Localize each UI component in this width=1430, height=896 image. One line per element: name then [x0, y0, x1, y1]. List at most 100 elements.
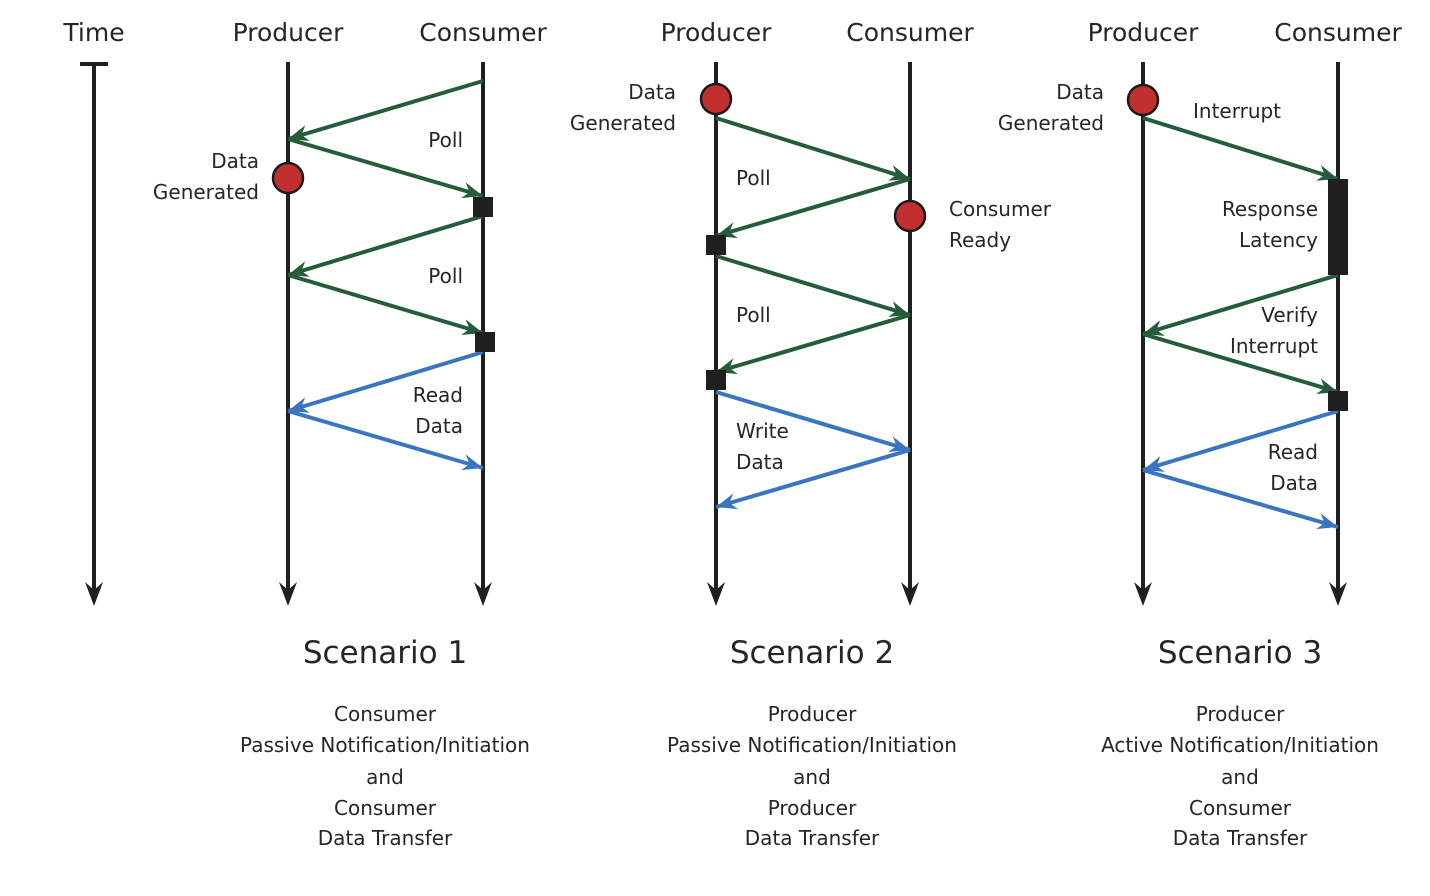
scenario-1-message-arrowhead-icon-1: [288, 125, 310, 141]
scenario-1-message-arrowhead-icon-6: [461, 454, 483, 471]
scenario-1-messages: [271, 79, 495, 471]
scenario-1-lifelines: [279, 62, 492, 606]
scenario-2-event-dot-icon-1: [699, 82, 733, 116]
scenario-2-consumer-ready-line-1: Consumer: [949, 197, 1052, 221]
scenario-1-data-generated-line-2: Generated: [153, 180, 259, 204]
scenario-3-data-generated-line-1: Data: [1056, 80, 1104, 104]
time-axis-arrowhead-icon: [85, 582, 103, 606]
scenario-1-poll-label-1: Poll: [428, 128, 463, 152]
scenario-1-message-arrowhead-icon-5: [288, 397, 310, 413]
scenario-1-title: Scenario 1: [303, 635, 467, 671]
scenario-2-write-label: Write: [736, 419, 789, 443]
scenario-1-receive-square-icon-3: [475, 332, 495, 352]
scenario-3-caption-line-2: Active Notification/Initiation: [1101, 733, 1379, 757]
scenario-2-message-arrowhead-icon-2: [716, 222, 738, 239]
scenario-2-messages: [699, 82, 927, 510]
scenario-2-producer-lifeline-arrowhead-icon: [707, 582, 725, 606]
scenario-3-producer-header: Producer: [1088, 18, 1200, 47]
scenario-3-read-label: Read: [1268, 440, 1318, 464]
scenario-2-lifelines: [707, 62, 919, 606]
scenario-1-data-generated-line-1: Data: [211, 149, 259, 173]
scenario-2-poll-label-2: Poll: [736, 303, 771, 327]
scenario-2-caption-line-1: Producer: [768, 702, 857, 726]
scenario-2-data-generated-line-2: Generated: [570, 111, 676, 135]
scenario-2-message-arrow-5-data: [715, 390, 911, 452]
scenario-3-data-label: Data: [1270, 471, 1318, 495]
scenario-3: Producer Consumer Interrupt Verify Inter…: [998, 18, 1403, 850]
scenario-2-event-dot-icon-2: [893, 199, 927, 233]
scenario-3-caption-line-3: and: [1221, 765, 1259, 789]
scenario-3-response-label: Response: [1222, 197, 1318, 221]
scenario-2-caption-line-5: Data Transfer: [745, 826, 880, 850]
scenario-3-interrupt-label: Interrupt: [1193, 99, 1281, 123]
scenario-1-message-arrow-5-data: [287, 350, 484, 413]
scenario-2: Producer Consumer Poll Poll Write Data D…: [570, 18, 1052, 850]
scenario-3-lifelines: [1134, 62, 1347, 606]
scenario-3-event-dot-icon-1: [1126, 83, 1160, 117]
scenario-2-caption-line-3: and: [793, 765, 831, 789]
scenario-3-verify-interrupt-label: Interrupt: [1230, 334, 1318, 358]
scenario-3-data-generated-line-2: Generated: [998, 111, 1104, 135]
scenario-3-messages: [1126, 83, 1348, 530]
scenario-3-message-arrow-2-poll: [1142, 273, 1339, 336]
scenario-1-message-arrow-4-poll: [287, 273, 484, 335]
scenario-1-message-arrowhead-icon-4: [461, 319, 483, 335]
scenario-2-message-arrowhead-icon-1: [888, 165, 910, 181]
scenario-2-consumer-header: Consumer: [846, 18, 974, 47]
scenario-2-message-arrow-2-poll: [715, 177, 911, 238]
scenario-2-message-arrowhead-icon-6: [716, 493, 738, 510]
scenario-2-consumer-lifeline-arrowhead-icon: [901, 582, 919, 606]
scenario-2-message-arrow-1-poll: [715, 116, 911, 181]
scenario-1-caption-line-5: Data Transfer: [318, 826, 453, 850]
scenario-1-caption-line-2: Passive Notification/Initiation: [240, 733, 530, 757]
scenario-1-producer-header: Producer: [233, 18, 345, 47]
scenario-3-message-arrow-5-data: [1142, 468, 1339, 529]
scenario-3-latency-label: Latency: [1239, 228, 1318, 252]
scenario-3-message-arrowhead-icon-3: [1316, 378, 1338, 394]
scenario-2-receive-square-icon-3: [706, 235, 726, 255]
time-axis: Time: [62, 18, 125, 606]
scenario-2-message-arrow-4-poll: [715, 313, 911, 374]
scenario-2-caption-line-2: Passive Notification/Initiation: [667, 733, 957, 757]
scenario-1-event-dot-icon-1: [271, 161, 305, 195]
scenario-1-caption-line-3: and: [366, 765, 404, 789]
scenario-1: Producer Consumer Poll Poll Read Data Da…: [153, 18, 548, 850]
scenario-3-message-arrowhead-icon-5: [1316, 513, 1338, 530]
scenario-1-data-label: Data: [415, 414, 463, 438]
scenario-3-caption-line-4: Consumer: [1189, 796, 1292, 820]
scenario-1-message-arrow-3-poll: [287, 214, 484, 277]
scenario-3-receive-square-icon-3: [1328, 391, 1348, 411]
scenario-3-producer-lifeline-arrowhead-icon: [1134, 582, 1152, 606]
time-axis-label: Time: [62, 18, 124, 47]
scenario-1-message-arrow-1-poll: [287, 79, 484, 141]
scenario-2-message-arrowhead-icon-5: [888, 436, 910, 452]
scenario-3-consumer-header: Consumer: [1274, 18, 1402, 47]
scenario-3-message-arrow-1-poll: [1142, 116, 1339, 181]
scenario-3-response-latency-bar: [1328, 179, 1348, 275]
scenario-2-message-arrow-3-poll: [715, 254, 911, 317]
scenario-3-message-arrow-4-data: [1142, 409, 1339, 472]
scenario-3-caption-line-1: Producer: [1196, 702, 1285, 726]
scenario-1-message-arrow-2-poll: [287, 137, 484, 198]
scenario-1-consumer-lifeline-arrowhead-icon: [474, 582, 492, 606]
scenario-3-message-arrow-3-poll: [1142, 332, 1339, 394]
scenario-2-title: Scenario 2: [730, 635, 894, 671]
scenario-2-caption-line-4: Producer: [768, 796, 857, 820]
scenario-2-message-arrow-6-data: [715, 448, 911, 509]
scenario-3-verify-label: Verify: [1261, 303, 1318, 327]
scenario-2-data-label: Data: [736, 450, 784, 474]
scenario-2-consumer-ready-line-2: Ready: [949, 228, 1011, 252]
scenario-3-message-arrowhead-icon-4: [1143, 456, 1165, 472]
scenario-2-receive-square-icon-4: [706, 370, 726, 390]
scenario-1-consumer-header: Consumer: [419, 18, 547, 47]
scenario-2-message-arrowhead-icon-3: [888, 301, 910, 317]
scenario-2-producer-header: Producer: [661, 18, 773, 47]
scenario-3-message-arrowhead-icon-2: [1143, 320, 1165, 336]
scenario-2-data-generated-line-1: Data: [628, 80, 676, 104]
scenario-1-poll-label-2: Poll: [428, 264, 463, 288]
scenario-1-caption-line-4: Consumer: [334, 796, 437, 820]
scenario-1-message-arrowhead-icon-3: [288, 261, 310, 277]
scenario-1-message-arrowhead-icon-2: [461, 182, 483, 199]
scenario-3-message-arrowhead-icon-1: [1316, 165, 1338, 181]
